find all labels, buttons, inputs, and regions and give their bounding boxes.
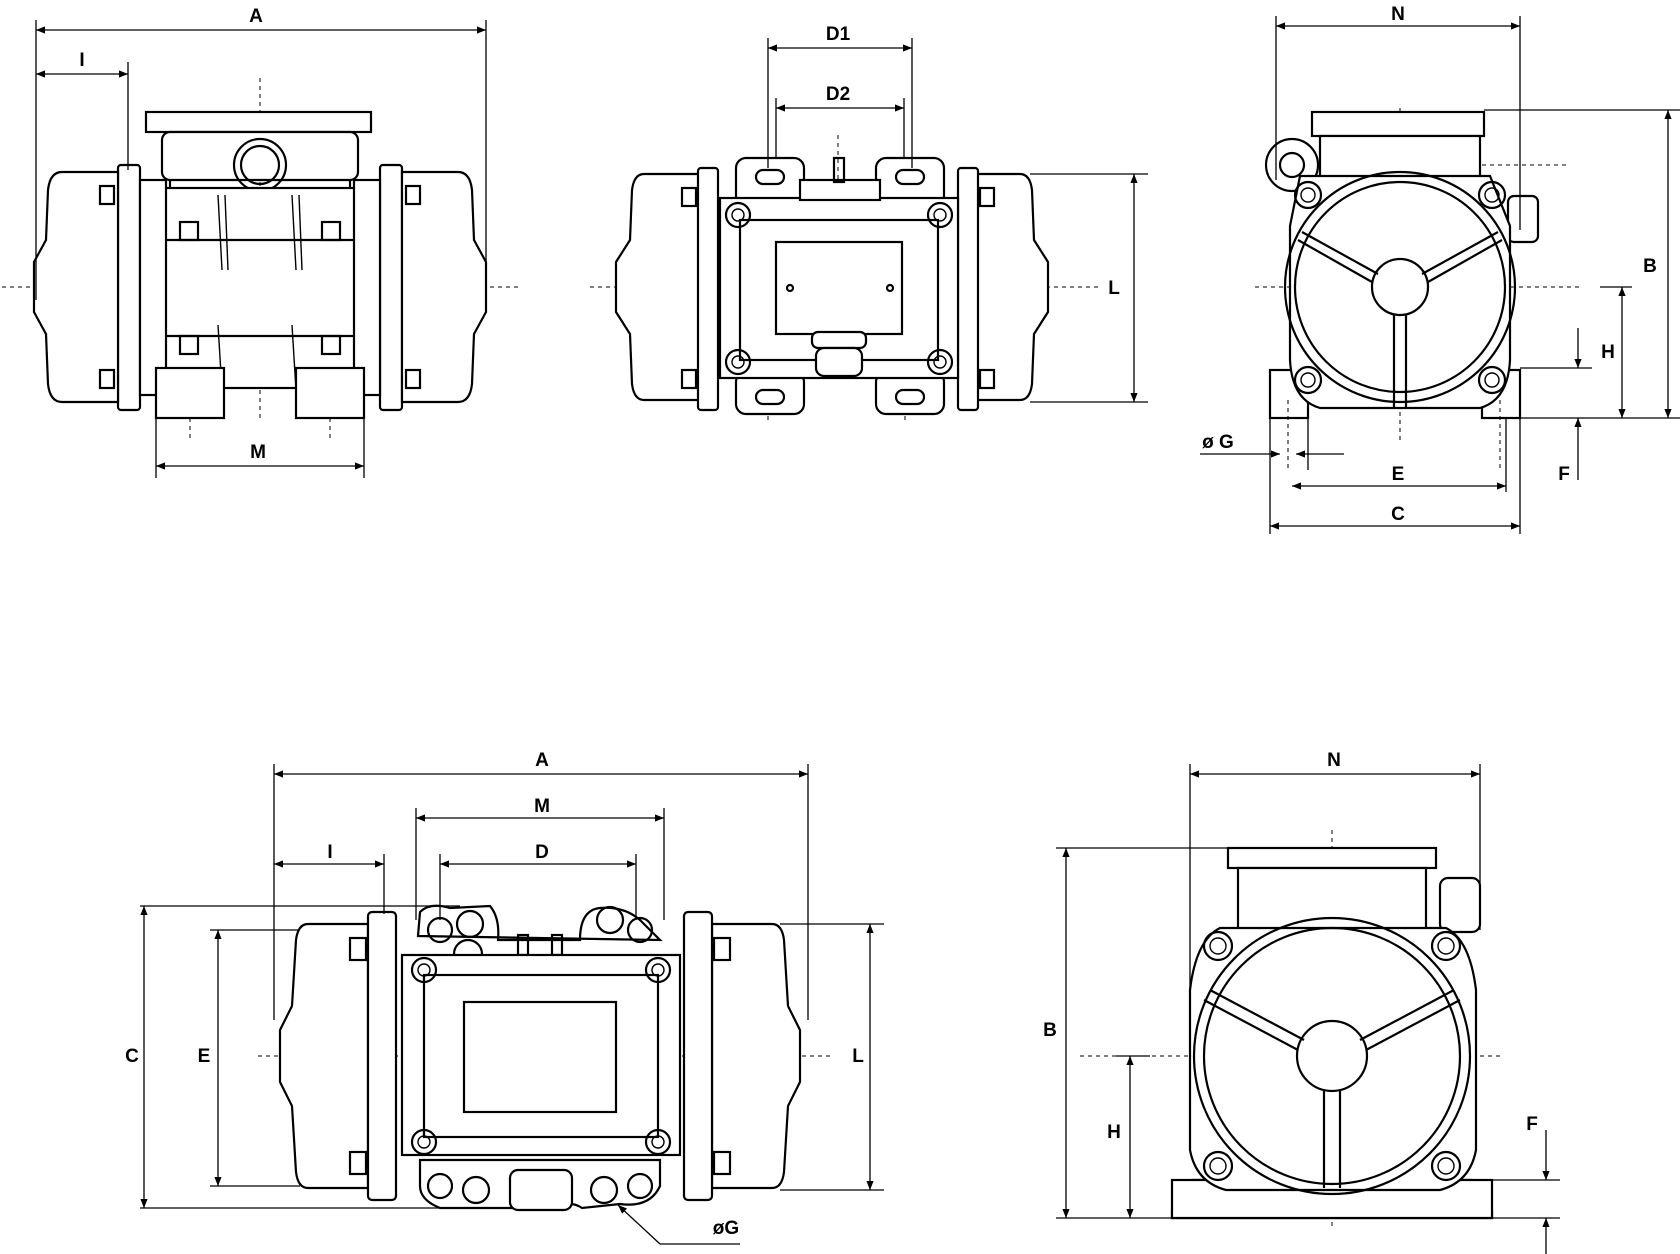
- label-e-bottom: E: [198, 1046, 211, 1067]
- label-h-bottom: H: [1107, 1122, 1121, 1143]
- view-end-bottom: [1080, 830, 1500, 1230]
- label-l-top: L: [1108, 278, 1120, 299]
- label-c-bottom: C: [125, 1046, 139, 1067]
- label-i-top: I: [79, 50, 84, 71]
- view-front-top: [590, 135, 1100, 420]
- label-f-bottom: F: [1526, 1114, 1538, 1135]
- label-n-top: N: [1391, 4, 1405, 25]
- label-d2: D2: [826, 84, 850, 105]
- label-g-bottom: øG: [713, 1218, 739, 1239]
- view-end-top: [1255, 108, 1580, 470]
- label-i-bottom: I: [327, 842, 332, 863]
- label-m-bottom: M: [534, 796, 550, 817]
- label-a-top: A: [249, 6, 263, 27]
- label-a-bottom: A: [535, 750, 549, 771]
- label-e-top: E: [1392, 464, 1405, 485]
- label-f-top: F: [1558, 464, 1570, 485]
- label-h-top: H: [1601, 342, 1615, 363]
- view-side-top: [2, 78, 520, 442]
- label-n-bottom: N: [1327, 750, 1341, 771]
- dimension-labels: A I M D1 D2 L N B H ø G E F C A M I D C …: [79, 4, 1657, 1239]
- label-b-bottom: B: [1043, 1020, 1057, 1041]
- dimension-lines: [35, 16, 1680, 1254]
- label-d1: D1: [826, 24, 851, 45]
- label-b-top: B: [1643, 256, 1657, 277]
- label-d-bottom: D: [535, 842, 549, 863]
- view-plan-bottom: [258, 904, 830, 1212]
- label-l-bottom: L: [852, 1046, 864, 1067]
- label-m-top: M: [250, 442, 266, 463]
- label-g-top: ø G: [1202, 432, 1234, 453]
- label-c-top: C: [1391, 504, 1405, 525]
